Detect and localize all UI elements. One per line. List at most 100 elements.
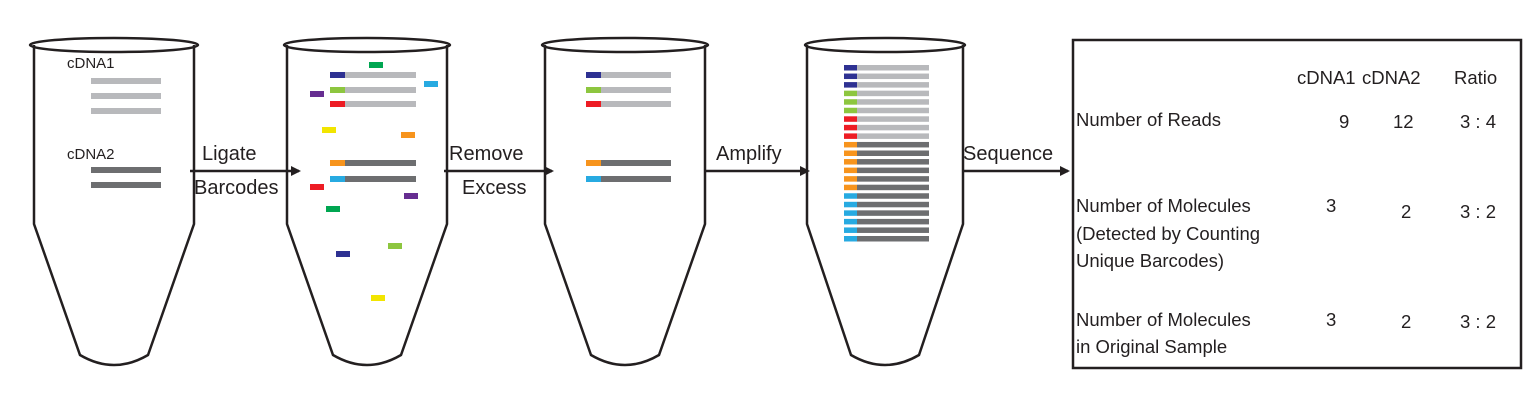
cdna2-strand [601, 160, 671, 166]
tube-body [285, 45, 449, 367]
barcode-navy [586, 72, 601, 78]
step-ligate-barcodes: Ligate Barcodes [190, 143, 301, 199]
table-frame [1071, 38, 1523, 370]
amplified-barcode [844, 99, 857, 105]
free-barcode [336, 251, 350, 257]
amplified-strand [857, 99, 929, 105]
barcode-orange [330, 160, 345, 166]
amplified-strand [857, 107, 929, 114]
amplified-barcode [844, 133, 857, 139]
amplified-barcode [844, 159, 857, 165]
amplified-barcode [844, 236, 857, 242]
amplified-barcode [844, 201, 857, 208]
step-label-ligate: Ligate [202, 143, 257, 165]
amplified-barcode [844, 167, 857, 174]
cdna2-label: cDNA2 [67, 146, 115, 163]
amplified-strand [857, 184, 929, 191]
barcode-navy [330, 72, 345, 78]
free-barcode [388, 243, 402, 249]
cdna1-strand [345, 87, 416, 93]
barcode-cyan [586, 176, 601, 182]
value-cdna1-original: 3 [1326, 309, 1336, 330]
value-cdna2-reads: 12 [1393, 111, 1414, 132]
value-cdna1-detected: 3 [1326, 195, 1336, 216]
free-barcode [326, 206, 340, 212]
amplified-strand [857, 176, 929, 182]
tube-rim [282, 36, 452, 54]
header-cdna2: cDNA2 [1362, 67, 1421, 88]
value-cdna1-reads: 9 [1339, 111, 1349, 132]
cdna1-strand [91, 78, 161, 84]
row-label: Number of Molecules [1076, 195, 1251, 216]
amplified-barcode [844, 116, 857, 122]
cdna1-strand [345, 101, 416, 107]
tube-body [32, 45, 196, 367]
value-cdna2-detected: 2 [1401, 201, 1411, 222]
barcode-red [330, 101, 345, 107]
amplified-barcode [844, 124, 857, 131]
tube-rim [540, 36, 710, 54]
amplified-strand [857, 116, 929, 122]
cdna2-strand [345, 176, 416, 182]
free-barcode [401, 132, 415, 138]
cdna1-strand [601, 87, 671, 93]
amplified-barcode [844, 193, 857, 199]
free-barcode [310, 184, 324, 190]
value-ratio-reads: 3 : 4 [1460, 111, 1496, 132]
amplified-barcode [844, 90, 857, 97]
cdna1-strand [345, 72, 416, 78]
free-barcode [404, 193, 418, 199]
step-sequence: Sequence [962, 143, 1070, 176]
free-barcode [322, 127, 336, 133]
amplified-strand [857, 124, 929, 131]
value-ratio-detected: 3 : 2 [1460, 201, 1496, 222]
amplified-strand [857, 159, 929, 165]
barcode-cyan [330, 176, 345, 182]
cdna2-strand [601, 176, 671, 182]
amplified-barcode [844, 176, 857, 182]
header-ratio: Ratio [1454, 67, 1497, 88]
amplified-barcode [844, 218, 857, 225]
barcode-red [586, 101, 601, 107]
amplified-strand [857, 210, 929, 216]
cdna2-strand [91, 182, 161, 188]
value-cdna2-original: 2 [1401, 311, 1411, 332]
cdna1-strand [601, 101, 671, 107]
cdna2-strand [91, 167, 161, 173]
cdna1-strand [91, 108, 161, 114]
amplified-barcode [844, 141, 857, 148]
step-label-sequence: Sequence [963, 143, 1053, 165]
amplified-strand [857, 141, 929, 148]
free-barcode [371, 295, 385, 301]
amplified-strand [857, 73, 929, 80]
amplified-strand [857, 82, 929, 88]
free-barcode [369, 62, 383, 68]
amplified-strand [857, 133, 929, 139]
amplified-strand [857, 150, 929, 156]
row-label: in Original Sample [1076, 336, 1227, 357]
tube-rim [803, 36, 967, 54]
amplified-strand [857, 65, 929, 71]
amplified-barcode [844, 210, 857, 216]
amplified-barcode [844, 227, 857, 233]
row-label: Unique Barcodes) [1076, 250, 1224, 271]
cdna2-strand [345, 160, 416, 166]
cdna1-strand [91, 93, 161, 99]
tube-body [805, 45, 965, 367]
step-label-barcodes: Barcodes [194, 177, 279, 199]
header-cdna1: cDNA1 [1297, 67, 1356, 88]
tube-rim [28, 36, 200, 54]
free-barcode [424, 81, 438, 87]
amplified-barcode [844, 73, 857, 80]
amplified-barcode [844, 82, 857, 88]
amplified-barcode [844, 150, 857, 156]
cdna1-label: cDNA1 [67, 55, 115, 72]
amplified-strand [857, 167, 929, 174]
tube-body [543, 45, 707, 367]
amplified-strand [857, 90, 929, 97]
amplified-barcode [844, 107, 857, 114]
step-label-remove: Remove [449, 143, 523, 165]
amplified-barcode [844, 184, 857, 191]
row-label: Number of Molecules [1076, 309, 1251, 330]
